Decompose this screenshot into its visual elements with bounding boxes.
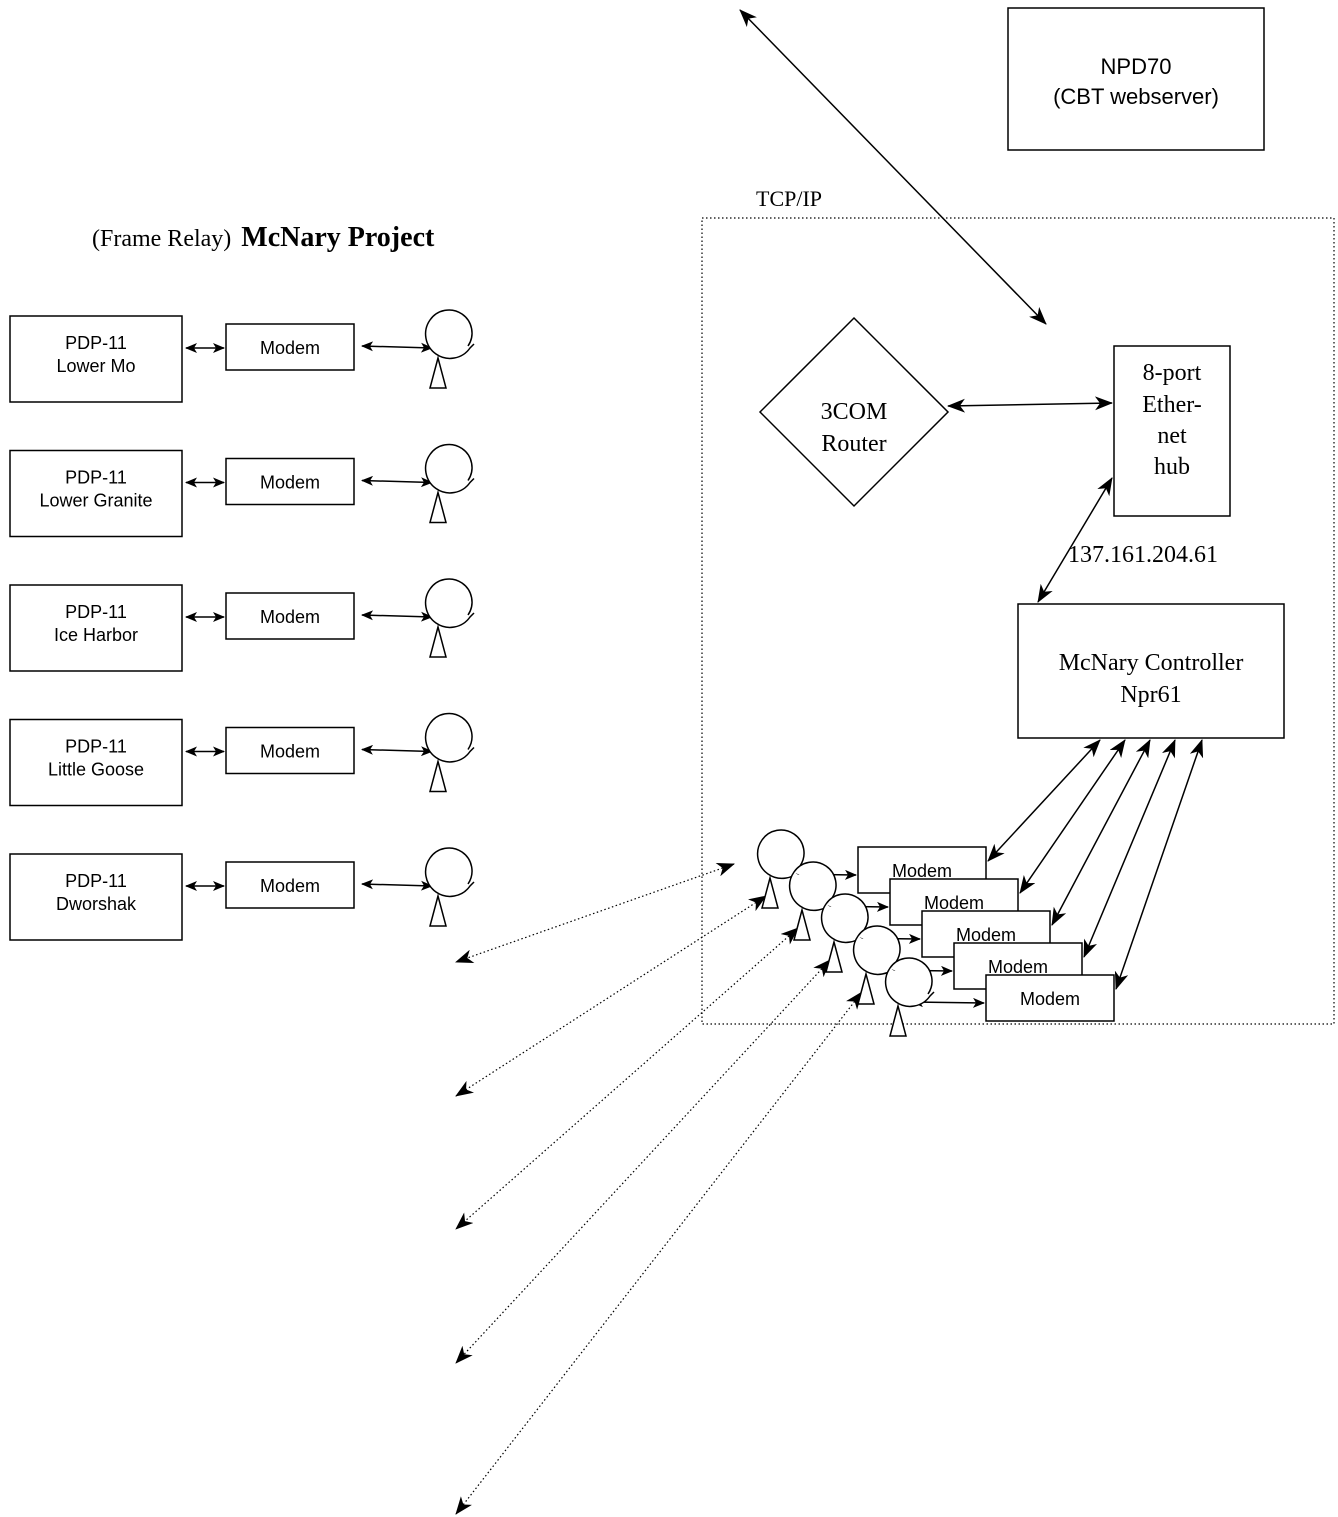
radio-link xyxy=(455,991,863,1515)
controller-modem: Modem xyxy=(455,739,1204,1515)
ethernet-hub: 8-port Ether- net hub xyxy=(1113,345,1231,517)
modem-antenna-link xyxy=(361,610,433,622)
wan-link-arrow xyxy=(739,9,1047,325)
site-modem-box xyxy=(225,592,355,640)
hub-label-1: 8-port xyxy=(1143,360,1202,386)
controller-modem-label: Modem xyxy=(1020,989,1080,1009)
site-system-label: PDP-11 xyxy=(65,602,127,622)
controller-modem-label: Modem xyxy=(988,957,1048,977)
controller-modem: Modem xyxy=(455,739,1176,1364)
router-3com: 3COM Router xyxy=(758,316,950,508)
modem-controller-link xyxy=(1051,739,1151,926)
site-name-label: Dworshak xyxy=(56,894,137,914)
satellite-dish-icon xyxy=(884,957,935,1037)
satellite-dish-icon xyxy=(788,861,839,941)
controller-modem-label: Modem xyxy=(924,893,984,913)
modem-controller-link xyxy=(1114,739,1204,990)
radio-link xyxy=(455,895,767,1097)
modem-antenna-link xyxy=(361,341,433,353)
modem-antenna-link xyxy=(361,744,433,757)
title-main: McNary Project xyxy=(241,222,435,253)
npd70-sublabel: (CBT webserver) xyxy=(1053,84,1219,109)
router-hub-link xyxy=(947,396,1113,413)
controller-modem-label: Modem xyxy=(956,925,1016,945)
satellite-dish-icon xyxy=(424,847,475,927)
site-modem-box xyxy=(225,726,355,775)
router-label: 3COM xyxy=(821,399,888,425)
controller-modem-label: Modem xyxy=(892,861,952,881)
radio-link xyxy=(455,863,735,963)
ip-address-label: 137.161.204.61 xyxy=(1068,542,1218,568)
site-system-label: PDP-11 xyxy=(65,871,127,891)
radio-link xyxy=(455,959,831,1364)
npd70-label: NPD70 xyxy=(1101,54,1172,79)
tcpip-label: TCP/IP xyxy=(756,186,822,211)
pdp11-box xyxy=(9,449,183,538)
site-modem-label: Modem xyxy=(260,338,320,358)
site-modem-box xyxy=(225,861,355,909)
site-system-label: PDP-11 xyxy=(65,737,127,757)
diagram-title: (Frame Relay) McNary Project xyxy=(92,222,435,253)
modem-controller-link xyxy=(1083,739,1176,958)
npd70-webserver-box: NPD70 (CBT webserver) xyxy=(1007,7,1265,151)
site-system-label: PDP-11 xyxy=(65,468,127,488)
satellite-dish-icon xyxy=(820,893,871,973)
site-name-label: Lower Granite xyxy=(39,491,152,511)
site-modem-label: Modem xyxy=(260,607,320,627)
hub-controller-link xyxy=(1037,477,1113,603)
hub-label-3: net xyxy=(1157,423,1187,449)
site-modem-label: Modem xyxy=(260,876,320,896)
site-modem-box xyxy=(225,457,355,506)
site-name-label: Little Goose xyxy=(48,760,144,780)
site-modem-label: Modem xyxy=(260,742,320,762)
satellite-dish-icon xyxy=(424,443,475,524)
site-modem-box xyxy=(225,323,355,371)
site-modem-label: Modem xyxy=(260,473,320,493)
pdp11-box xyxy=(9,853,183,941)
pdp11-box xyxy=(9,315,183,403)
hub-label-2: Ether- xyxy=(1142,392,1201,418)
tcpip-zone xyxy=(701,217,1335,1025)
router-sublabel: Router xyxy=(821,431,886,457)
radio-link xyxy=(455,927,799,1230)
modem-antenna-link xyxy=(361,475,433,488)
satellite-dish-icon xyxy=(756,829,807,909)
satellite-dish-icon xyxy=(424,578,475,658)
site-system-label: PDP-11 xyxy=(65,333,127,353)
pdp11-box xyxy=(9,584,183,672)
modem-antenna-link xyxy=(361,879,433,891)
controller-sublabel: Npr61 xyxy=(1120,682,1181,708)
site-name-label: Lower Mo xyxy=(56,356,135,376)
controller-modem-box xyxy=(985,974,1115,1022)
satellite-dish-icon xyxy=(424,309,475,389)
site-name-label: Ice Harbor xyxy=(54,625,138,645)
satellite-dish-icon xyxy=(852,925,903,1005)
hub-label-4: hub xyxy=(1154,454,1190,480)
title-prefix: (Frame Relay) xyxy=(92,226,231,252)
mcnary-controller: McNary Controller Npr61 xyxy=(1017,603,1285,739)
pdp11-box xyxy=(9,718,183,807)
controller-label: McNary Controller xyxy=(1059,650,1244,676)
satellite-dish-icon xyxy=(424,712,475,793)
